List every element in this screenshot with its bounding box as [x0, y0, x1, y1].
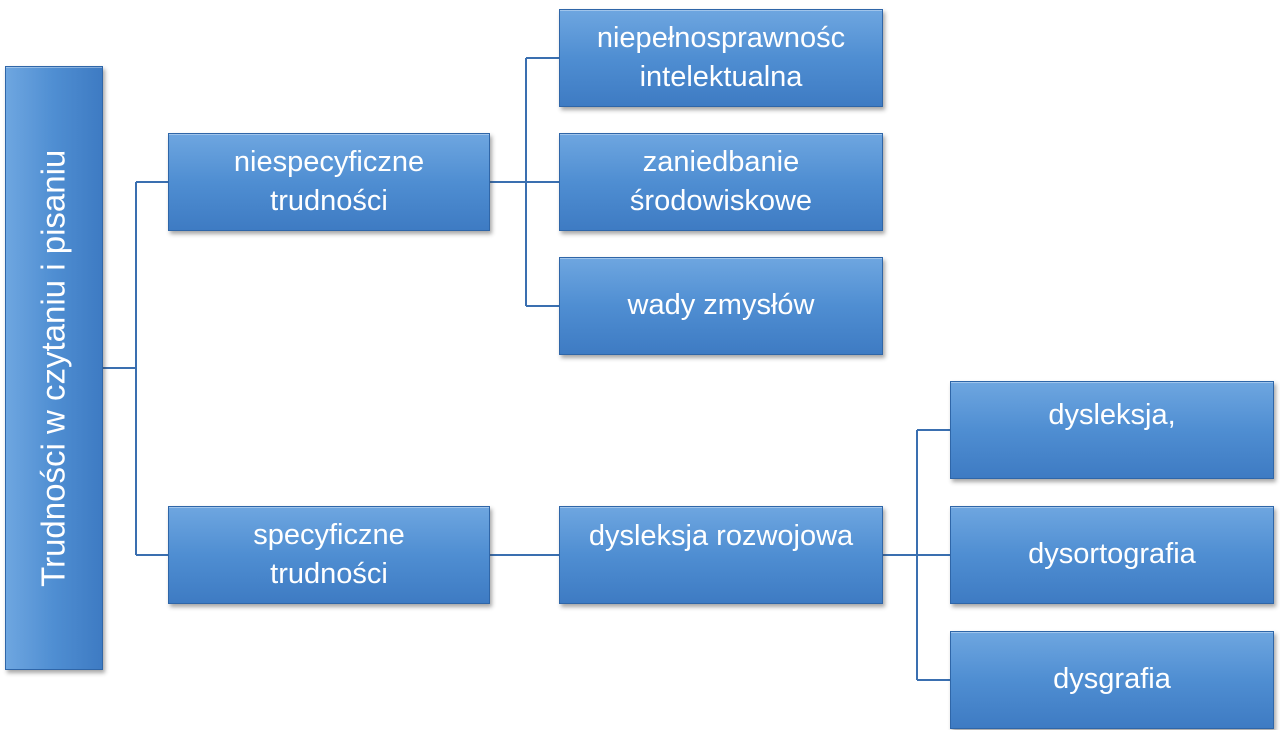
nonspecific-label-line-1: niespecyficzne [233, 145, 425, 178]
specific-label-line-1: specyficzne [253, 518, 405, 551]
dysorthography-label: dysortografia [1028, 538, 1196, 571]
developmental-dyslexia-node: dysleksja rozwojowa [559, 506, 883, 604]
dyslexia-label: dysleksja, [1048, 399, 1176, 431]
intellectual-disability-line-1: niepełnosprawnośc [596, 21, 846, 54]
dysorthography-node: dysortografia [950, 506, 1274, 604]
dysgraphia-node: dysgrafia [950, 631, 1274, 729]
environmental-neglect-node: zaniedbanie środowiskowe [559, 133, 883, 231]
root-node: Trudności w czytaniu i pisaniu [5, 66, 103, 670]
environmental-neglect-line-2: środowiskowe [629, 185, 813, 217]
sensory-defects-node: wady zmysłów [559, 257, 883, 355]
nonspecific-difficulties-node: niespecyficzne trudności [168, 133, 490, 231]
intellectual-disability-node: niepełnosprawnośc intelektualna [559, 9, 883, 107]
dysgraphia-label: dysgrafia [1053, 663, 1171, 696]
intellectual-disability-line-2: intelektualna [639, 61, 803, 93]
root-label: Trudności w czytaniu i pisaniu [34, 149, 72, 587]
nonspecific-label-line-2: trudności [270, 185, 388, 217]
specific-label-line-2: trudności [270, 558, 388, 590]
developmental-dyslexia-label: dysleksja rozwojowa [588, 520, 854, 552]
sensory-defects-line-1: wady zmysłów [627, 289, 815, 322]
dyslexia-node: dysleksja, [950, 381, 1274, 479]
specific-difficulties-node: specyficzne trudności [168, 506, 490, 604]
environmental-neglect-line-1: zaniedbanie [642, 145, 800, 178]
